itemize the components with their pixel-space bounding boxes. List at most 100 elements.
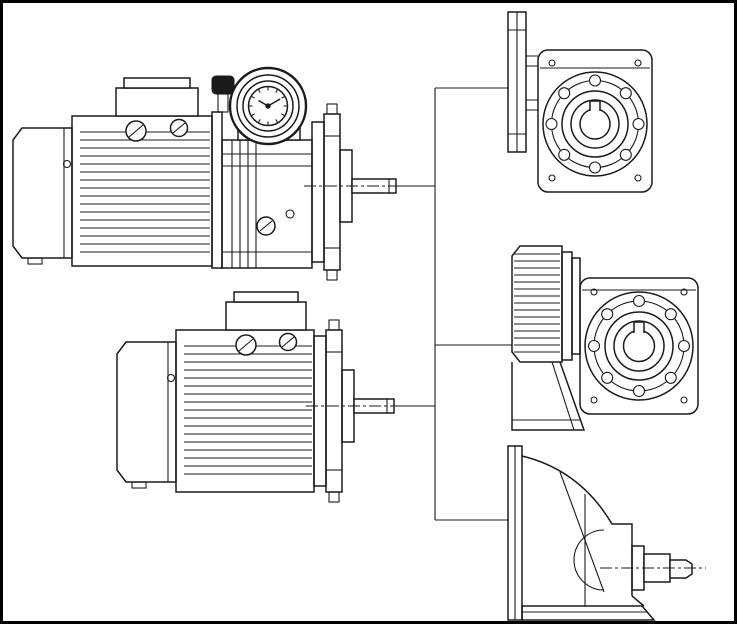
gearbox-flange-front-view [507,11,653,193]
bolt-hole [677,339,691,353]
drain-plug [27,257,43,265]
screw-plug [125,120,147,142]
bolt-hole [664,308,677,321]
terminal-box-lid [123,77,191,89]
screw-plug [169,118,189,138]
output-shaft [631,545,693,591]
bolt-hole [601,308,614,321]
gearbox-body [537,49,653,193]
plug-slot [259,220,273,232]
bolt-hole [588,74,602,87]
bolt-holes [587,294,691,398]
bolt-hole [632,294,646,308]
corner-screw [634,174,642,182]
screw-plug [235,334,257,356]
dial-center [265,103,271,109]
screw-plug [278,332,298,352]
output-flange-face [542,71,648,177]
plug-slot [281,336,295,348]
bolt-hole [545,117,558,131]
housing-square [537,49,653,193]
input-flange-plate [507,11,538,153]
output-flange [313,319,355,503]
bolt-hole [619,87,632,100]
plug-slot [172,122,186,134]
foot-rib [551,361,575,431]
bolt-hole [632,384,646,398]
variator-drain-plug [256,216,276,236]
keyway [589,100,601,111]
configuration-connector-lines [394,87,512,521]
corner-screw [634,59,642,67]
variator-ribs [222,140,312,268]
flange-lug [326,103,338,115]
hub-circle [613,320,665,372]
fan-cover [116,341,177,483]
motor-assembly [116,291,420,503]
dial-ticks [248,86,288,126]
housing-base-joint [631,595,645,607]
corner-screw [590,396,598,404]
base-foot [521,605,656,621]
keyway [633,321,645,333]
flange-plate [311,121,325,263]
bolt-hole [632,117,645,131]
bolt-hole [558,87,571,100]
terminal-box [225,301,307,331]
gearbox-body [579,277,699,415]
bolt-hole [619,148,632,161]
adapter-ring [211,111,223,269]
output-flange [311,103,353,281]
housing-profile [521,455,633,596]
motor-variator-assembly [12,66,420,281]
shaft-end [669,559,693,579]
hub-circle [604,311,674,381]
corner-screw [680,288,688,296]
foot-outline [521,605,656,621]
flange-plate [313,335,327,487]
flange-lug [328,491,340,503]
hub-connection [526,55,538,111]
output-flange-face [584,291,694,401]
corner-screw [548,59,556,67]
cap-body [211,75,235,95]
terminal-box-lid [233,291,299,303]
flange-lug [328,319,340,331]
cooling-fins [80,131,210,253]
gearbox-housing [521,455,645,607]
flange-disc [325,329,343,493]
mounting-plate [507,445,523,621]
connector-path [394,87,512,521]
bolt-hole [588,161,602,174]
flange-lug [326,269,338,281]
fan-cover-screw [62,159,72,169]
bolt-hole [664,371,677,384]
foot-outline [511,361,586,431]
variator-screw [285,209,295,219]
adapter-cover [511,245,563,363]
hub-circle [561,90,629,158]
hollow-bore [579,108,611,140]
gearbox-motor-adapter-front-view [511,245,699,431]
adapter-plate [571,257,581,355]
housing-rib [559,471,605,593]
hub-circle [570,99,620,149]
hollow-bore [622,329,656,363]
drain-plug [131,481,147,489]
flange-disc [323,113,341,271]
bolt-hole [558,148,571,161]
terminal-box [115,87,199,117]
bolt-hole [587,339,601,353]
bolt-holes [545,74,645,174]
plug-slot [128,124,144,138]
gearbox-side-view [507,445,706,621]
corner-screw [590,288,598,296]
variator-housing [221,139,313,269]
corner-screw [680,396,688,404]
corner-screw [548,174,556,182]
cooling-fins [184,345,312,475]
variator-dial [228,66,308,146]
adapter-fins [514,253,560,353]
